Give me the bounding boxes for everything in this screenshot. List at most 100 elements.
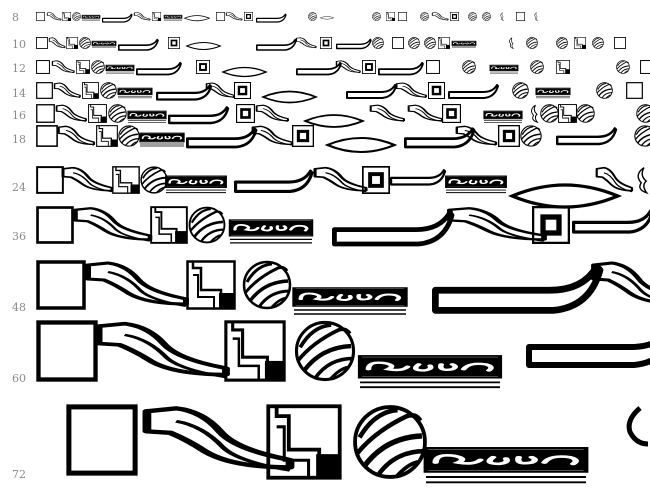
ornament-band-glyph (294, 288, 406, 314)
corner-square-glyph (96, 125, 118, 147)
corner-square-glyph (150, 206, 188, 244)
long-dash-glyph (435, 267, 600, 311)
ornament-band-glyph (127, 110, 167, 124)
lens-glyph (326, 136, 396, 154)
ornament-band-glyph (139, 132, 185, 147)
corner-square-glyph (556, 60, 570, 74)
long-dash-glyph (295, 61, 342, 76)
swirl-circle-glyph (592, 37, 604, 49)
square-in-square-glyph (362, 59, 376, 75)
long-dash-glyph (255, 38, 297, 51)
frame-square-glyph (36, 166, 64, 194)
square-in-square-glyph (168, 37, 180, 49)
frame-square-glyph (640, 60, 650, 74)
lens-glyph (186, 41, 221, 51)
square-in-square-glyph (428, 82, 445, 100)
square-in-square-glyph (195, 59, 211, 75)
long-dash-glyph (156, 84, 213, 101)
swirl-circle-glyph (482, 12, 491, 21)
size-label-12: 12 (12, 62, 26, 75)
swirl-circle-glyph (108, 104, 127, 123)
swirl-circle-glyph (424, 37, 436, 49)
crescent-glyph (534, 12, 538, 21)
swirl-circle-glyph (242, 260, 292, 310)
corner-square-glyph (62, 12, 71, 21)
crescent-glyph (509, 37, 514, 49)
ornament-band-glyph (483, 110, 523, 124)
swirl-circle-glyph (616, 60, 630, 74)
crescent-glyph (500, 12, 504, 21)
size-label-36: 36 (12, 230, 26, 243)
square-in-square-glyph (236, 103, 255, 124)
swoosh-glyph (88, 263, 186, 306)
swoosh-glyph (431, 12, 449, 21)
frame-square-glyph (614, 37, 626, 49)
corner-square-glyph (66, 37, 78, 49)
corner-square-glyph (438, 37, 450, 49)
ornament-band-glyph (451, 40, 477, 49)
swirl-circle-glyph (636, 104, 650, 123)
swoosh-glyph (313, 166, 368, 194)
size-label-60: 60 (12, 372, 26, 385)
swoosh-glyph (51, 60, 75, 74)
specimen-row-10 (36, 37, 626, 51)
swirl-circle-glyph (512, 82, 529, 99)
swoosh-glyph (251, 125, 294, 147)
square-in-square-glyph (449, 12, 460, 21)
long-dash-glyph (233, 169, 314, 193)
frame-square-glyph (626, 82, 643, 99)
swoosh-glyph (133, 12, 151, 21)
ornament-band-glyph (163, 14, 183, 21)
long-dash-glyph (167, 106, 230, 125)
specimen-row-36 (36, 206, 650, 244)
swirl-circle-glyph (372, 12, 381, 21)
size-label-10: 10 (12, 38, 26, 51)
lens-glyph (222, 66, 267, 78)
frame-square-glyph (36, 37, 48, 49)
swoosh-glyph (99, 324, 226, 377)
square-in-square-glyph (244, 12, 253, 21)
lens-glyph (510, 183, 620, 209)
size-label-16: 16 (12, 109, 26, 122)
frame-square-glyph (216, 12, 225, 21)
swirl-circle-glyph (118, 125, 140, 147)
lens-glyph (184, 15, 210, 22)
swirl-circle-glyph (576, 104, 595, 123)
lens-glyph (320, 16, 334, 20)
frame-square-glyph (69, 407, 135, 473)
long-dash-glyph (256, 13, 287, 23)
ornament-band-glyph (91, 40, 117, 49)
corner-square-glyph (112, 166, 140, 194)
crescent-glyph (637, 166, 648, 194)
corner-square-glyph (574, 37, 586, 49)
swoosh-glyph (395, 82, 427, 99)
long-dash-glyph (101, 13, 133, 23)
frame-square-glyph (36, 104, 55, 123)
swoosh-glyph (369, 104, 406, 123)
frame-square-glyph (36, 60, 50, 74)
swirl-circle-glyph (462, 60, 476, 74)
crescent-glyph (531, 104, 538, 123)
long-dash-glyph (185, 127, 258, 149)
ornament-band-glyph (360, 356, 500, 387)
frame-square-glyph (36, 125, 58, 147)
long-dash-glyph (556, 127, 618, 146)
swoosh-glyph (295, 37, 317, 49)
swoosh-glyph (595, 166, 634, 193)
corner-square-glyph (186, 260, 236, 310)
long-dash-glyph (403, 127, 476, 149)
size-label-72: 72 (12, 468, 26, 481)
corner-square-glyph (224, 320, 286, 382)
specimen-row-18 (36, 125, 650, 154)
ornament-band-glyph (105, 64, 135, 74)
specimen-row-12 (36, 59, 650, 78)
swirl-circle-glyph (634, 125, 650, 147)
long-dash-glyph (448, 84, 499, 99)
frame-square-glyph (36, 260, 86, 310)
swirl-circle-glyph (420, 12, 429, 21)
specimen-row-60 (38, 322, 650, 387)
specimen-row-24 (36, 165, 648, 209)
frame-square-glyph (36, 206, 74, 244)
swirl-circle-glyph (468, 12, 477, 21)
long-dash-glyph (571, 209, 650, 234)
